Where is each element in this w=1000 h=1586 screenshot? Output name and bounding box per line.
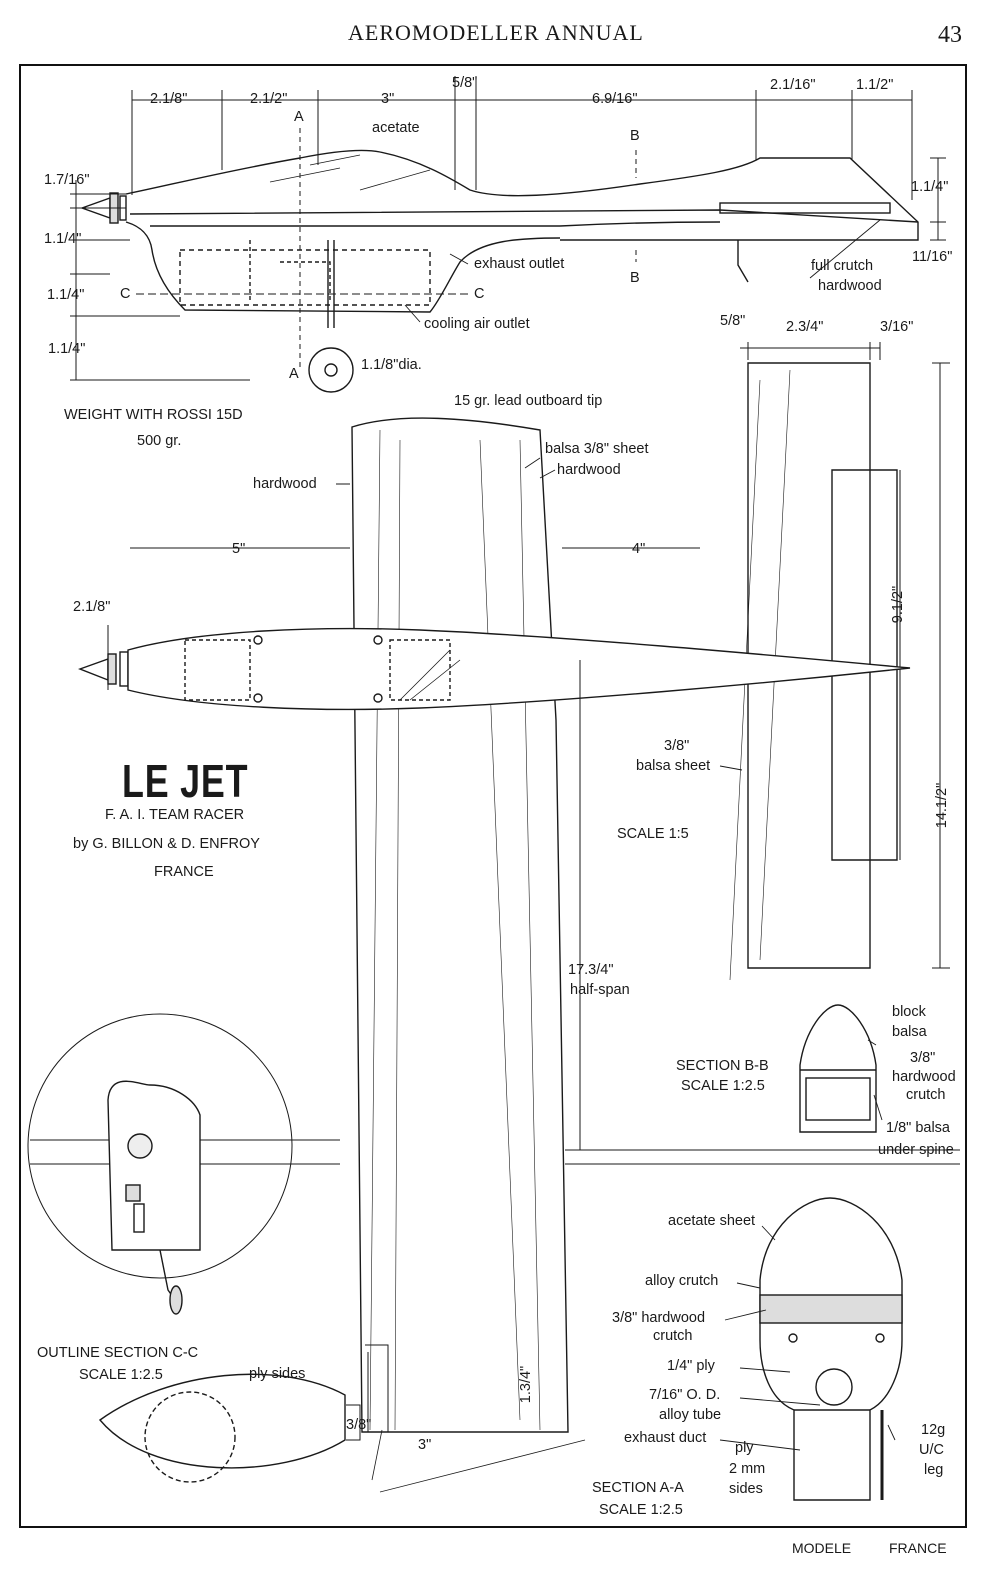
scale-note: SCALE 1:5 <box>617 826 689 842</box>
dim-root-3: 3" <box>418 1437 432 1453</box>
section-mark-a-top: A <box>294 109 304 125</box>
bb-label-hardwood: hardwood <box>892 1069 956 1085</box>
drawing-frame <box>19 64 967 1528</box>
model-class: F. A. I. TEAM RACER <box>105 807 245 823</box>
label-full-crutch: full crutch <box>811 258 874 274</box>
aa-label-leg: leg <box>924 1462 944 1478</box>
aa-label-exhaust-duct: exhaust duct <box>624 1430 707 1446</box>
tip-weight-note: 15 gr. lead outboard tip <box>454 393 603 409</box>
label-ply-sides: ply sides <box>249 1366 306 1382</box>
section-aa-title: SECTION A-A <box>592 1480 684 1496</box>
section-mark-c-left: C <box>120 286 131 302</box>
side-view-fuselage <box>79 149 919 393</box>
label-hardwood-left: hardwood <box>253 476 317 492</box>
dim-root-134: 1.3/4" <box>518 1365 535 1404</box>
bb-label-balsa: balsa <box>892 1024 927 1040</box>
section-mark-b-top: B <box>630 128 640 144</box>
aa-label-ply-14: 1/4" ply <box>667 1358 715 1374</box>
dim-side-2: 2.1/2" <box>250 91 288 107</box>
dim-side-right-1: 1.1/4" <box>911 179 949 195</box>
section-cc-outline <box>27 1013 586 1493</box>
dim-side-3: 3" <box>381 91 395 107</box>
dim-side-right-2: 11/16" <box>912 249 953 265</box>
dim-le-5: 5" <box>232 541 246 557</box>
weight-line-1: WEIGHT WITH ROSSI 15D <box>64 407 243 423</box>
label-hardwood-right: hardwood <box>557 462 621 478</box>
dim-side-left-4: 1.1/4" <box>48 341 86 357</box>
label-balsa-38-sheet: balsa sheet <box>636 758 711 774</box>
dim-side-1: 2.1/8" <box>150 91 188 107</box>
aa-label-alloy-tube: alloy tube <box>659 1407 722 1423</box>
model-name: LE JET <box>122 755 249 807</box>
footer-modele: MODELE <box>792 1540 852 1556</box>
aa-label-sides: sides <box>729 1481 763 1497</box>
section-mark-a-bottom: A <box>289 366 299 382</box>
dim-side-5: 6.9/16" <box>592 91 638 107</box>
bb-label-block: block <box>892 1004 926 1020</box>
side-view-dimensions <box>70 76 946 381</box>
half-span-label: half-span <box>570 982 630 998</box>
label-full-crutch-hardwood: hardwood <box>818 278 882 294</box>
aa-label-2mm: 2 mm <box>729 1461 766 1477</box>
page-header-title: AEROMODELLER ANNUAL <box>348 20 644 45</box>
section-bb-scale: SCALE 1:2.5 <box>681 1078 765 1094</box>
section-cc-scale: SCALE 1:2.5 <box>79 1367 163 1383</box>
aa-label-hardwood: 3/8" hardwood <box>612 1310 706 1326</box>
model-designers: by G. BILLON & D. ENFROY <box>73 836 260 852</box>
tail-dim-1412: 14.1/2" <box>934 782 951 829</box>
bb-label-under-spine: under spine <box>878 1142 954 1158</box>
label-exhaust-outlet: exhaust outlet <box>474 256 565 272</box>
dim-te-4: 4" <box>632 541 646 557</box>
dim-side-left-3: 1.1/4" <box>47 287 85 303</box>
footer-france: FRANCE <box>889 1540 947 1556</box>
tail-dim-316: 3/16" <box>880 319 914 335</box>
leader-lines <box>336 219 896 1451</box>
aa-label-uc: U/C <box>919 1442 944 1458</box>
section-mark-c-right: C <box>474 286 485 302</box>
section-aa <box>759 1197 903 1501</box>
tail-dim-58: 5/8" <box>720 313 746 329</box>
dim-side-6: 2.1/16" <box>770 77 816 93</box>
aa-label-alloy-crutch: alloy crutch <box>645 1273 719 1289</box>
dim-side-4: 5/8" <box>452 75 478 91</box>
dim-side-7: 1.1/2" <box>856 77 894 93</box>
label-acetate: acetate <box>372 120 420 136</box>
bb-label-18-balsa: 1/8" balsa <box>886 1120 950 1136</box>
aa-label-od: 7/16" O. D. <box>649 1387 721 1403</box>
fuselage-plan <box>78 547 911 1150</box>
half-span-value: 17.3/4" <box>568 962 614 978</box>
label-wheel-dia: 1.1/8"dia. <box>361 357 422 373</box>
section-aa-scale: SCALE 1:2.5 <box>599 1502 683 1518</box>
label-balsa-38: 3/8" <box>664 738 690 754</box>
tail-dim-912: 9.1/2" <box>890 585 907 624</box>
tail-dim-234: 2.3/4" <box>786 319 824 335</box>
label-balsa-sheet: balsa 3/8" sheet <box>545 441 649 457</box>
aa-label-ply: ply <box>735 1440 754 1456</box>
section-mark-b-bottom: B <box>630 270 640 286</box>
label-cooling-air-outlet: cooling air outlet <box>424 316 530 332</box>
aa-label-12g: 12g <box>921 1422 946 1438</box>
bb-label-38: 3/8" <box>910 1050 936 1066</box>
section-bb <box>799 1004 877 1133</box>
section-bb-title: SECTION B-B <box>676 1058 769 1074</box>
section-cc-title: OUTLINE SECTION C-C <box>37 1345 199 1361</box>
aa-label-crutch: crutch <box>653 1328 693 1344</box>
dim-fus-218: 2.1/8" <box>73 599 111 615</box>
weight-line-2: 500 gr. <box>137 433 182 449</box>
page-number: 43 <box>938 22 962 48</box>
dim-side-left-2: 1.1/4" <box>44 231 82 247</box>
aa-label-acetate-sheet: acetate sheet <box>668 1213 756 1229</box>
model-country: FRANCE <box>154 864 214 880</box>
dim-side-left-1: 1.7/16" <box>44 172 90 188</box>
bb-label-crutch: crutch <box>906 1087 946 1103</box>
dim-root-38: 3/8" <box>346 1417 372 1433</box>
